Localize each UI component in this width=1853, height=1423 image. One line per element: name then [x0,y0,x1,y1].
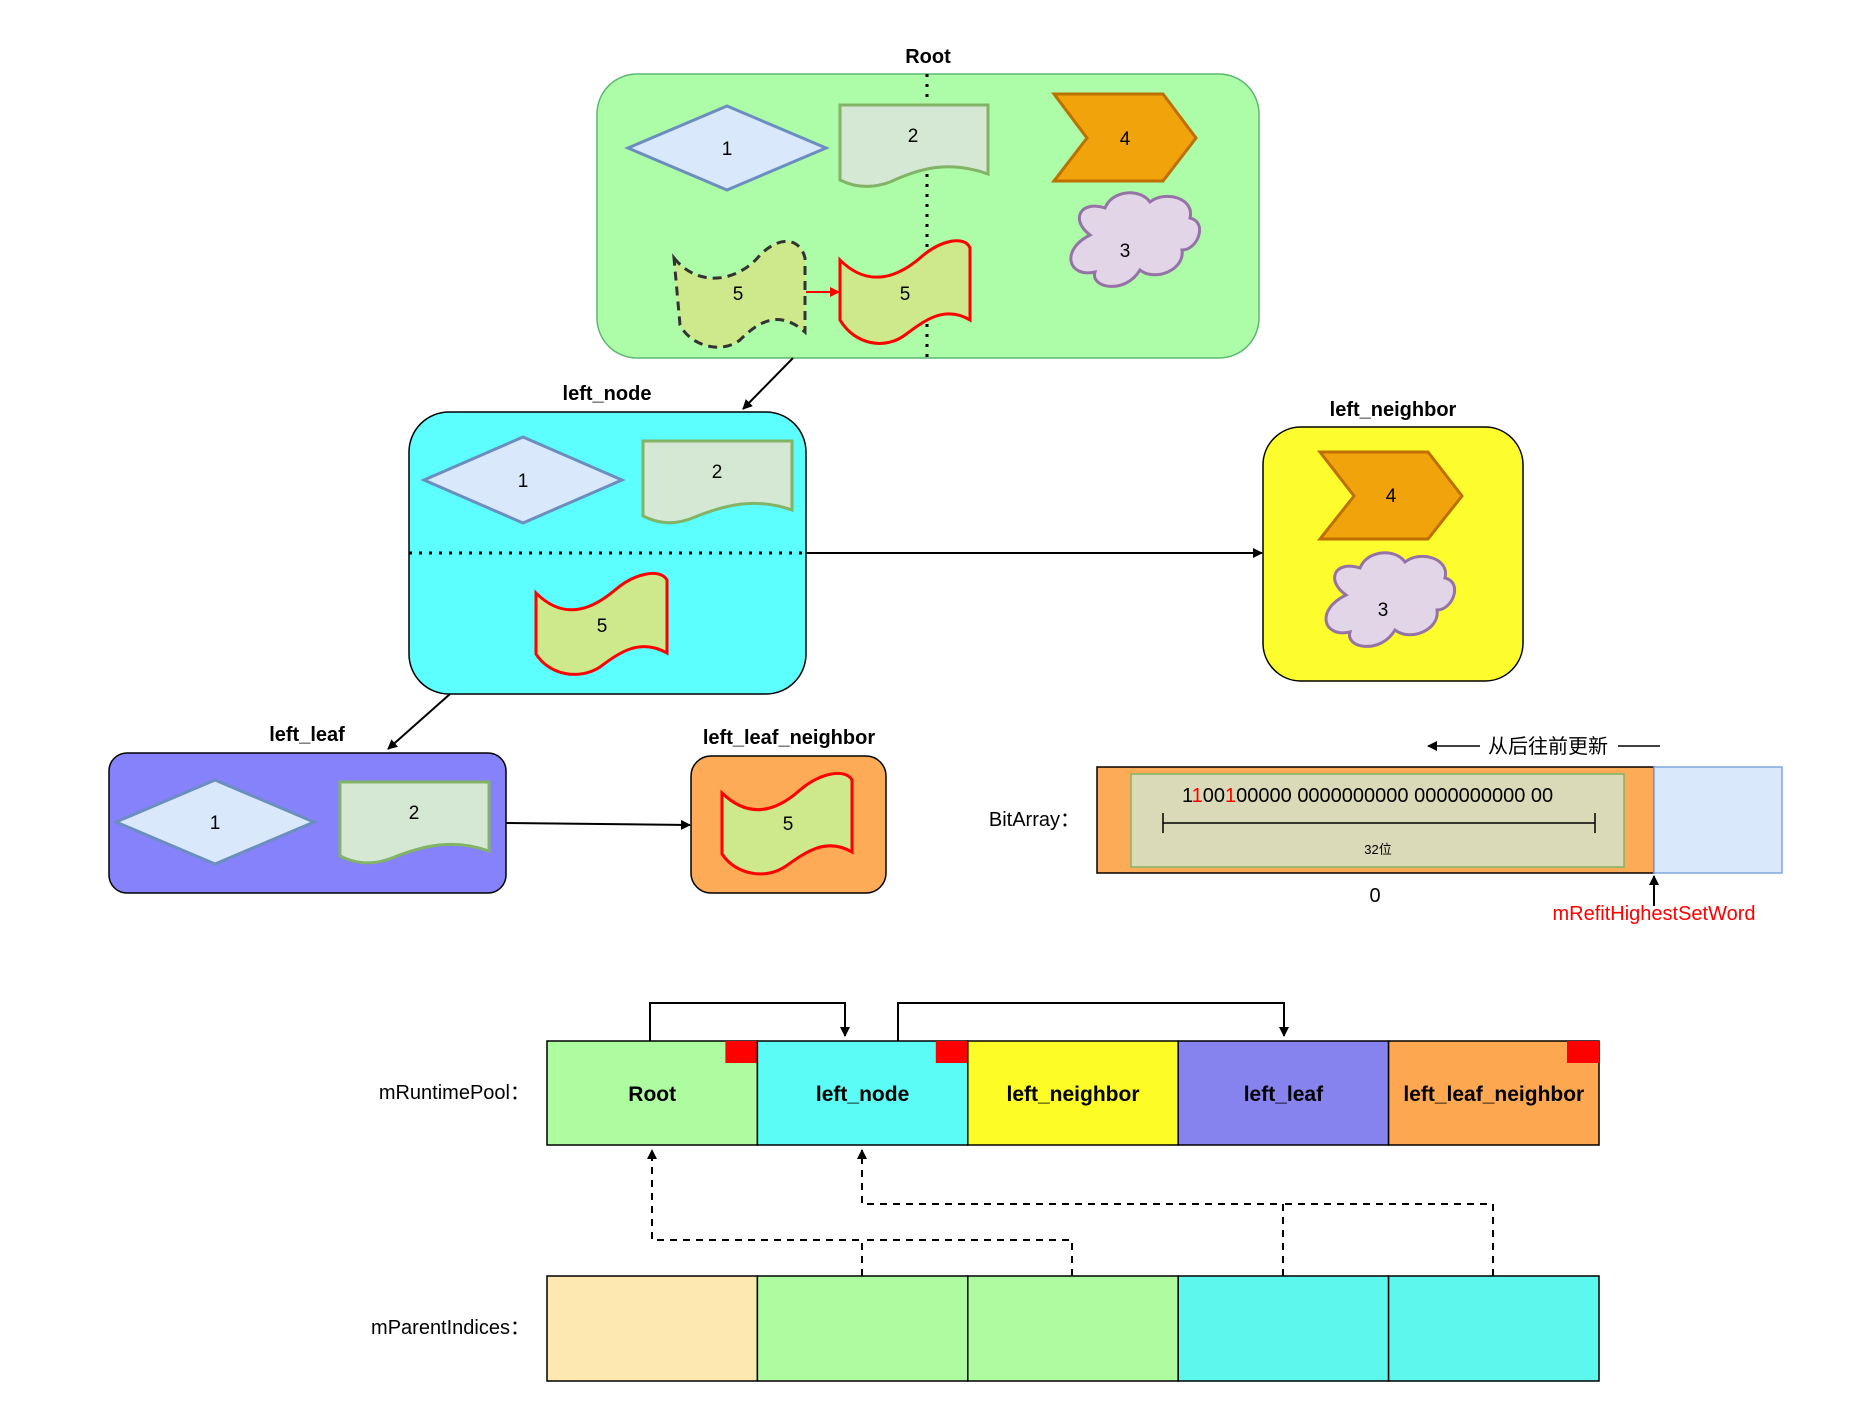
tape-ghost-label: 5 [733,284,744,305]
step-shape [1316,450,1464,541]
diamond-shape [420,435,626,525]
bitarray-word [1130,773,1625,868]
parent-indices-cell [756,1275,969,1382]
root-title: Root [905,46,951,68]
left-neighbor-node: left_neighbor 4 3 [1262,399,1524,682]
direction-note: 从后往前更新 [1488,735,1608,758]
parent-link-1-root [647,1149,863,1276]
dirty-flag [1567,1041,1599,1063]
parent-indices-cell [967,1275,1179,1382]
bitarray-label: BitArray： [989,809,1080,831]
runtime-pool-cell [1177,1040,1390,1146]
left-node-title: left_node [563,383,652,405]
parent-indices-cells [546,1275,1600,1382]
document-shape [838,103,990,188]
runtime-pool-cell-label: Root [628,1083,676,1106]
diamond-shape [624,104,830,192]
left-leaf-neighbor-title: left_leaf_neighbor [703,727,875,749]
diamond-shape [112,778,318,866]
runtime-pool-cell-label: left_leaf [1244,1083,1324,1106]
left-leaf-title: left_leaf [269,724,345,746]
step-label: 4 [1386,486,1397,507]
parent-indices-cell [1177,1275,1390,1382]
tape-shape [534,571,669,676]
bitarray-bits-mid: 00 [1203,785,1225,807]
tape-label: 5 [783,814,794,835]
runtime-pool-cell-label: left_node [816,1083,909,1106]
left-neighbor-title: left_neighbor [1330,399,1457,421]
document-shape [641,439,794,525]
root-node: Root 1 2 4 3 5 5 [596,46,1260,359]
cloud-shape [1069,191,1201,288]
bit-width-label: 32位 [1364,842,1391,857]
parent-indices-label: mParentIndices： [371,1317,530,1339]
pointer-label: mRefitHighestSetWord [1552,903,1755,925]
runtime-pool-cells: Root left_node left_neighbor left_leaf left_… [546,1040,1600,1146]
document-label: 2 [908,126,919,147]
parent-indices: mParentIndices： [371,1149,1600,1382]
tape-label: 5 [900,284,911,305]
parent-link-3-left-node [857,1149,1284,1276]
runtime-pool-cell [967,1040,1179,1146]
tape-label: 5 [597,616,608,637]
document-shape [338,780,491,865]
bitarray-index-zero: 0 [1369,885,1380,907]
document-label: 2 [712,462,723,483]
bitarray: BitArray： 1100100000 0000000000 00000000… [989,735,1783,925]
left-node: left_node 1 2 5 [408,383,807,695]
cloud-label: 3 [1120,241,1131,262]
diamond-label: 1 [210,813,221,834]
bitarray-bits: 1100100000 0000000000 0000000000 00 [1182,785,1553,807]
runtime-pool-label: mRuntimePool： [379,1082,530,1104]
bitarray-free-block [1653,766,1783,874]
bitarray-bits-prefix: 1 [1182,785,1193,807]
step-shape [1050,92,1198,183]
pool-link-left-node-left-leaf [897,1002,1289,1041]
edge-left-leaf-left-leaf-neighbor [505,819,691,830]
edge-root-left-node [742,357,794,410]
parent-indices-cell [1387,1275,1600,1382]
diamond-label: 1 [518,471,529,492]
bitarray-bits-red2: 1 [1225,785,1236,807]
parent-link-2-root [862,1239,1073,1276]
edge-left-node-left-leaf [387,693,451,750]
left-leaf-node: left_leaf 1 2 [108,724,507,894]
cloud-label: 3 [1378,600,1389,621]
bitarray-bits-red1: 1 [1192,785,1203,807]
tape-shape [838,239,972,345]
parent-link-4-left-node [1283,1203,1494,1276]
pool-link-root-left-node [649,1002,850,1041]
step-label: 4 [1120,129,1131,150]
dirty-flag [725,1041,758,1063]
parent-indices-cell [546,1275,759,1382]
runtime-pool-cell [1387,1040,1600,1146]
dirty-flag [935,1041,968,1063]
diamond-label: 1 [722,139,733,160]
document-label: 2 [409,803,420,824]
runtime-pool-cell-label: left_neighbor [1006,1083,1139,1106]
tape-shape [720,771,854,876]
left-leaf-neighbor-node: left_leaf_neighbor 5 [690,727,887,894]
bitarray-bits-rest: 00000 0000000000 0000000000 00 [1236,785,1553,807]
runtime-pool: mRuntimePool： Root left_node left_neighbor… [379,1002,1600,1146]
cloud-shape [1324,551,1456,648]
tape-ghost-shape [672,239,807,349]
runtime-pool-cell-label: left_leaf_neighbor [1403,1083,1584,1106]
